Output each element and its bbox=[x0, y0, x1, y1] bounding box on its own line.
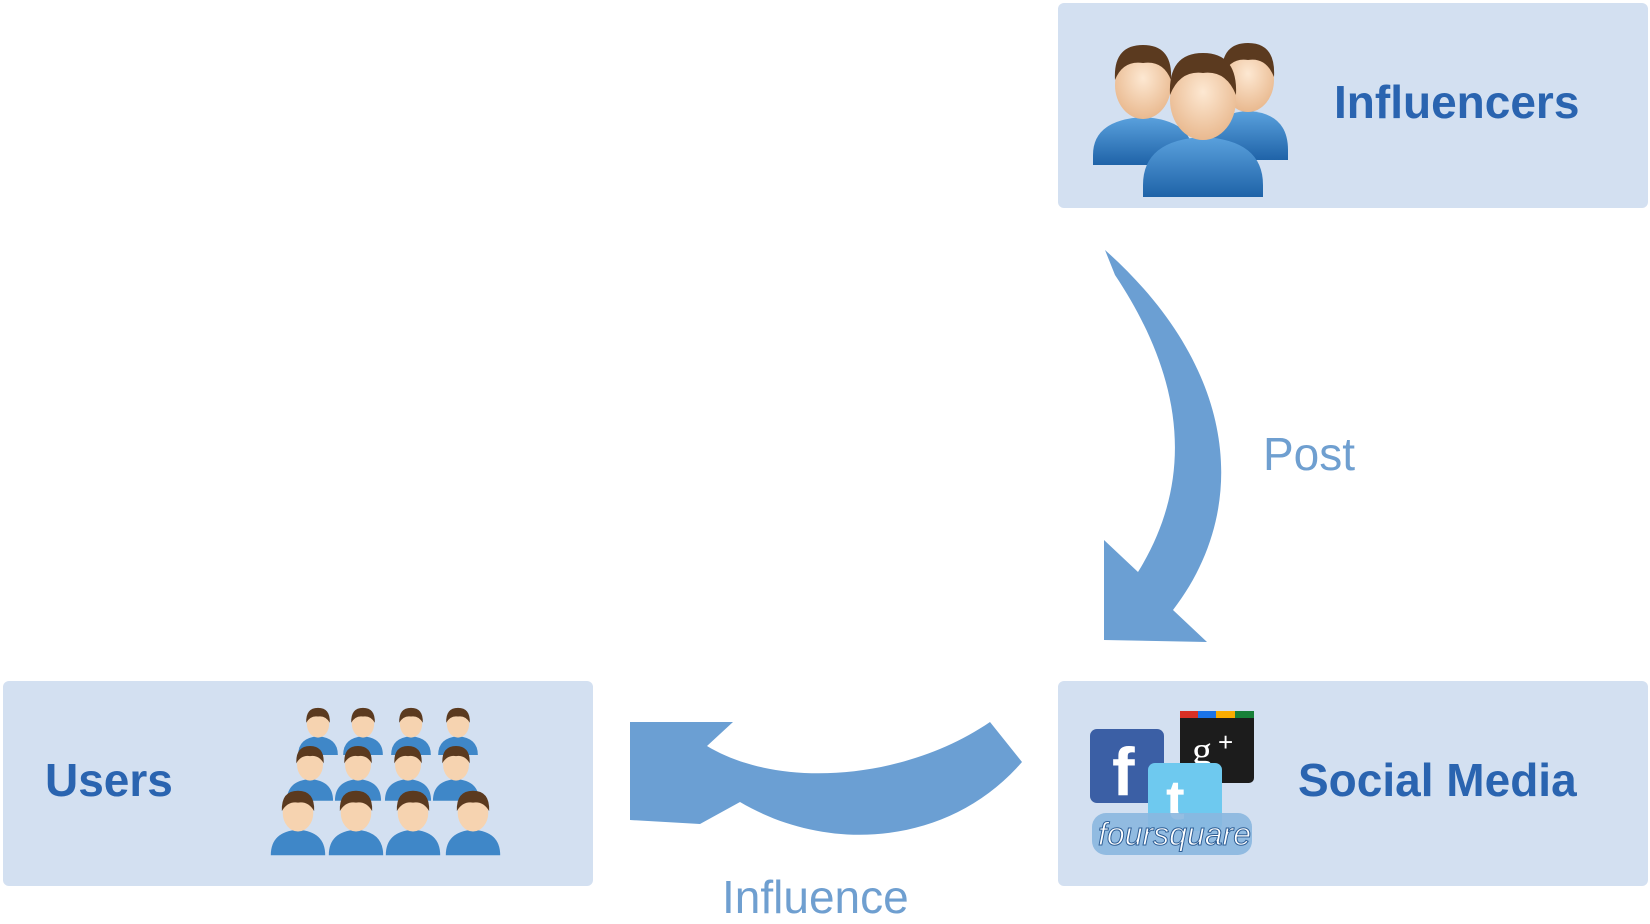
influence-label: Influence bbox=[722, 871, 909, 923]
svg-text:f: f bbox=[1112, 734, 1135, 810]
person-icon bbox=[328, 790, 384, 856]
svg-text:g: g bbox=[1192, 728, 1212, 773]
svg-text:+: + bbox=[1218, 727, 1233, 757]
person-icon bbox=[270, 790, 326, 856]
facebook-logo: f bbox=[1090, 729, 1164, 810]
person-icon bbox=[334, 746, 382, 801]
crowd-icon bbox=[270, 707, 501, 856]
foursquare-logo: foursquare bbox=[1092, 813, 1252, 855]
users-node: Users bbox=[3, 681, 593, 886]
social-logos-icon: g + f t foursquare bbox=[1090, 711, 1254, 855]
person-icon bbox=[385, 790, 441, 856]
group-people-icon bbox=[1093, 43, 1288, 197]
foursquare-text: foursquare bbox=[1098, 816, 1251, 852]
users-label: Users bbox=[45, 754, 173, 806]
post-label: Post bbox=[1263, 428, 1356, 480]
influencers-node: Influencers bbox=[1058, 3, 1648, 208]
person-icon bbox=[445, 790, 501, 856]
influencers-label: Influencers bbox=[1334, 76, 1580, 128]
social-media-node: g + f t foursquare Social Media bbox=[1058, 681, 1648, 886]
social-media-label: Social Media bbox=[1298, 754, 1577, 806]
